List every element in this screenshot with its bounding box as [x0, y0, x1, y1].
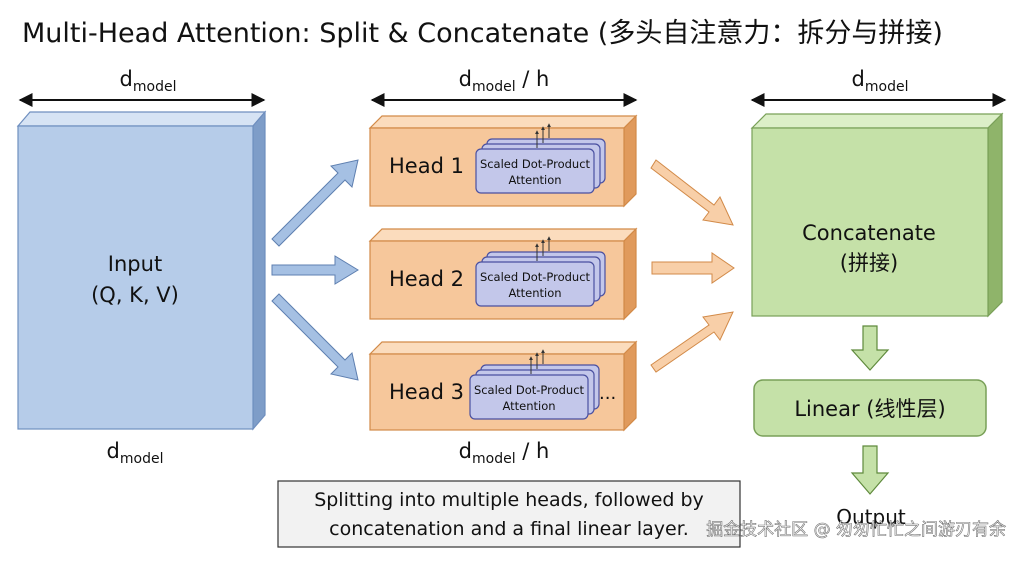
- input-block-top: [16, 111, 267, 127]
- arrow-input-to-head3: [271, 293, 359, 381]
- output-label: Output: [836, 505, 906, 529]
- caption-box: Splitting into multiple heads, followed …: [277, 480, 741, 548]
- attention-card-2: [475, 261, 595, 307]
- input-sublabel: (Q, K, V): [91, 283, 179, 307]
- attention-card-3: [469, 374, 589, 420]
- head-3-ellipsis: ...: [599, 383, 616, 404]
- arrow-head1-to-concat: [650, 159, 734, 226]
- concat-label: Concatenate: [802, 221, 936, 245]
- arrow-linear-to-output: [850, 445, 890, 495]
- attention-card-3-line1: Scaled Dot-Product: [474, 383, 585, 397]
- head-block-2-top: [368, 228, 638, 242]
- attention-card-1-line2: Attention: [508, 173, 561, 187]
- concat-block: Concatenate (拼接): [750, 112, 1004, 318]
- watermark: 掘金技术社区 @ 匆匆忙忙之间游刃有余: [706, 520, 1006, 540]
- linear-label: Linear (线性层): [794, 397, 945, 421]
- attention-card-1-line1: Scaled Dot-Product: [480, 157, 591, 171]
- caption-line2: concatenation and a final linear layer.: [329, 518, 689, 540]
- head-block-2: Head 2 Scaled Dot-Product Attention: [368, 227, 638, 321]
- head-3-label: Head 3: [389, 380, 464, 404]
- dim-label-heads-bottom: dmodel / h: [459, 439, 550, 467]
- attention-card-1: [475, 148, 595, 194]
- linear-block: Linear (线性层): [753, 379, 987, 437]
- caption-line1: Splitting into multiple heads, followed …: [314, 489, 704, 511]
- input-label: Input: [108, 252, 162, 276]
- input-block-front: [17, 125, 254, 430]
- concat-block-top: [750, 113, 1004, 129]
- input-block-side: [252, 110, 266, 431]
- dim-label-input-top: dmodel: [120, 67, 177, 95]
- arrow-head2-to-concat: [651, 252, 735, 284]
- concat-block-front: [751, 127, 989, 317]
- head-block-1-top: [368, 115, 638, 129]
- input-block: Input (Q, K, V): [16, 110, 267, 431]
- dim-label-heads-top: dmodel / h: [459, 67, 550, 95]
- head-block-3-side: [623, 340, 637, 432]
- attention-card-2-line1: Scaled Dot-Product: [480, 270, 591, 284]
- arrow-head3-to-concat: [650, 311, 734, 373]
- diagram-title: Multi-Head Attention: Split & Concatenat…: [22, 18, 943, 49]
- arrow-concat-to-linear: [850, 325, 890, 371]
- head-block-2-side: [623, 227, 637, 321]
- head-1-label: Head 1: [389, 154, 464, 178]
- arrow-input-to-head1: [271, 159, 359, 247]
- dim-label-input-bottom: dmodel: [107, 439, 164, 467]
- head-block-3: Head 3 Scaled Dot-Product Attention ...: [368, 340, 638, 432]
- caption-box-rect: [277, 480, 741, 548]
- attention-card-3-line2: Attention: [502, 399, 555, 413]
- concat-sublabel: (拼接): [840, 251, 898, 275]
- head-block-1: Head 1 Scaled Dot-Product Attention: [368, 114, 638, 208]
- dim-label-concat-top: dmodel: [852, 67, 909, 95]
- head-block-1-side: [623, 114, 637, 208]
- arrow-input-to-head2: [271, 255, 359, 285]
- head-2-label: Head 2: [389, 267, 464, 291]
- attention-card-2-line2: Attention: [508, 286, 561, 300]
- concat-block-side: [987, 112, 1003, 318]
- linear-block-rect: [753, 379, 987, 437]
- head-block-3-top: [368, 341, 638, 355]
